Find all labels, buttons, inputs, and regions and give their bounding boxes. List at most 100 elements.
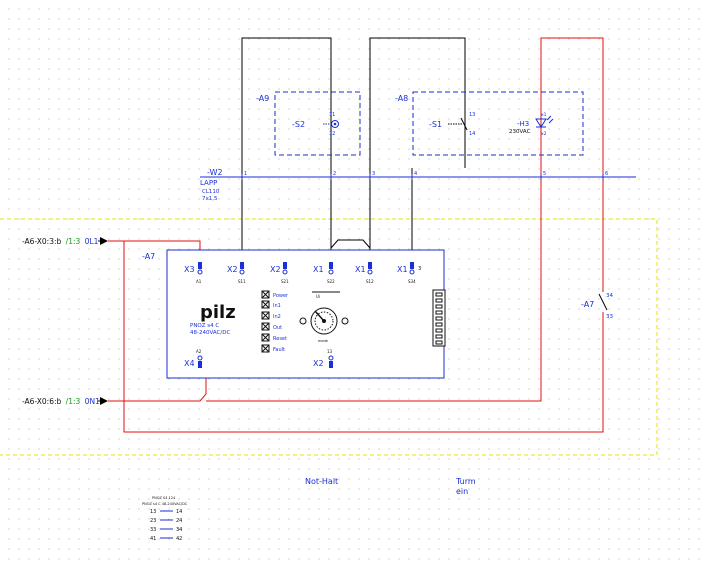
estop-icon-center bbox=[333, 122, 337, 126]
svg-text:A2: A2 bbox=[196, 349, 202, 354]
cable-type: CL110 bbox=[202, 189, 220, 195]
box-a9 bbox=[274, 91, 361, 156]
svg-text:In1: In1 bbox=[273, 303, 281, 309]
s1-pin-bottom: 14 bbox=[469, 131, 475, 137]
cable-conductor-3: 3 bbox=[372, 171, 375, 177]
svg-text:S12: S12 bbox=[366, 279, 374, 284]
label-ein: ein bbox=[456, 487, 468, 496]
svg-text:X4: X4 bbox=[184, 359, 195, 368]
led-in1: In1 bbox=[261, 300, 281, 309]
device-a7 bbox=[166, 249, 445, 379]
pilz-logo: pilz bbox=[200, 302, 236, 323]
terminal-x3-a1[interactable]: X3 A1 bbox=[184, 262, 203, 284]
svg-text:In2: In2 bbox=[273, 314, 281, 320]
svg-text:X3: X3 bbox=[184, 265, 195, 274]
cable-conductor-ticks bbox=[241, 174, 604, 180]
device-voltage: 48-240VAC/DC bbox=[190, 330, 230, 336]
led-reset: Reset bbox=[261, 333, 287, 342]
cable-tag: -W2 bbox=[207, 168, 223, 177]
box-a9-tag: -A9 bbox=[256, 94, 269, 103]
terminal-x4-a2[interactable]: A2 X4 bbox=[184, 349, 203, 368]
svg-text:PNOZ s4 C 48-240VAC/DC: PNOZ s4 C 48-240VAC/DC bbox=[142, 502, 188, 506]
connector-strip bbox=[432, 289, 446, 347]
s1-pin-top: 13 bbox=[469, 112, 475, 118]
s2-pin-bottom: 12 bbox=[329, 131, 335, 137]
ref-0N1[interactable]: -A6-X0:6:b /1:3 0N1 bbox=[22, 397, 100, 406]
terminal-x2-s21[interactable]: X2 S21 bbox=[270, 262, 289, 284]
svg-text:13: 13 bbox=[327, 349, 333, 354]
h3-voltage: 230VAC bbox=[509, 129, 531, 135]
led-lamp-icon bbox=[535, 118, 547, 128]
svg-text:S34: S34 bbox=[408, 279, 416, 284]
side-contact bbox=[598, 293, 608, 311]
terminal-x1-s34[interactable]: X1 S34 3 bbox=[397, 262, 421, 284]
svg-text:Out: Out bbox=[273, 325, 282, 331]
svg-text:33: 33 bbox=[150, 527, 156, 533]
h3-pin-bottom: x2 bbox=[541, 131, 547, 137]
box-a8 bbox=[412, 91, 584, 156]
svg-text:A1: A1 bbox=[196, 279, 202, 284]
svg-text:mode: mode bbox=[318, 339, 328, 343]
cable-conductor-1: 1 bbox=[244, 171, 247, 177]
led-in2: In2 bbox=[261, 311, 281, 320]
terminal-x2-s11[interactable]: X2 S11 bbox=[227, 262, 246, 284]
svg-text:X1: X1 bbox=[313, 265, 324, 274]
wire-bridge bbox=[330, 239, 371, 249]
legend-row: 41 42 bbox=[150, 536, 182, 542]
svg-text:X1: X1 bbox=[355, 265, 366, 274]
svg-text:S21: S21 bbox=[281, 279, 289, 284]
svg-text:3: 3 bbox=[418, 266, 421, 272]
led-fault: Fault bbox=[261, 344, 285, 353]
mode-dial[interactable]: Ui mode bbox=[299, 291, 349, 343]
svg-text:13: 13 bbox=[150, 509, 156, 515]
svg-text:41: 41 bbox=[150, 536, 156, 542]
box-a8-tag: -A8 bbox=[395, 94, 408, 103]
legend-row: 33 34 bbox=[150, 527, 182, 533]
svg-text:S11: S11 bbox=[238, 279, 246, 284]
terminal-x2-13[interactable]: 13 X2 bbox=[313, 349, 334, 368]
terminal-x1-s22[interactable]: X1 S22 bbox=[313, 262, 335, 284]
side-contact-tag: -A7 bbox=[581, 300, 594, 309]
svg-text:42: 42 bbox=[176, 536, 182, 542]
s2-pin-top: 11 bbox=[329, 112, 335, 118]
wire-outer-red bbox=[123, 37, 604, 433]
svg-text:34: 34 bbox=[176, 527, 182, 533]
svg-text:X2: X2 bbox=[313, 359, 324, 368]
h3-pin-top: x1 bbox=[541, 112, 547, 118]
cable-conductor-4: 4 bbox=[414, 171, 417, 177]
svg-text:14: 14 bbox=[176, 509, 182, 515]
svg-text:Reset: Reset bbox=[273, 336, 287, 342]
terminal-x1-s12[interactable]: X1 S12 bbox=[355, 262, 374, 284]
wire-loop-a8 bbox=[369, 37, 466, 258]
s1-contact bbox=[460, 117, 468, 131]
led-rays-icon bbox=[546, 115, 554, 124]
h3-tag: -H3 bbox=[517, 120, 529, 128]
cable-conductor-5: 5 bbox=[543, 171, 546, 177]
cable-spec: 7x1,5 bbox=[202, 196, 218, 202]
svg-text:S22: S22 bbox=[327, 279, 335, 284]
svg-text:X2: X2 bbox=[270, 265, 281, 274]
legend-row: 13 14 bbox=[150, 509, 182, 515]
svg-text:PNOZ S4 124: PNOZ S4 124 bbox=[152, 496, 176, 500]
svg-text:Power: Power bbox=[273, 293, 289, 299]
svg-text:24: 24 bbox=[176, 518, 182, 524]
device-model: PNOZ s4 C bbox=[190, 323, 219, 329]
estop-icon bbox=[331, 120, 339, 128]
zone-boundary bbox=[0, 218, 658, 456]
ref-0L1[interactable]: -A6-X0:3:b /1:3 0L1 bbox=[22, 237, 99, 246]
svg-text:X1: X1 bbox=[397, 265, 408, 274]
contact-legend-table: PNOZ S4 124 PNOZ s4 C 48-240VAC/DC 13 14… bbox=[142, 496, 188, 542]
led-power: Power bbox=[261, 290, 289, 299]
side-contact-pin-bottom: 33 bbox=[606, 314, 613, 320]
side-contact-pin-top: 34 bbox=[606, 293, 613, 299]
cable-maker: LAPP bbox=[200, 179, 217, 187]
cable-conductor-6: 6 bbox=[605, 171, 608, 177]
led-out: Out bbox=[261, 322, 282, 331]
svg-text:X2: X2 bbox=[227, 265, 238, 274]
led-indicators: Power In1 In2 Out Reset Fault bbox=[261, 290, 289, 353]
svg-text:Ui: Ui bbox=[316, 294, 320, 299]
wire-loop-a9 bbox=[241, 37, 332, 258]
device-a7-tag: -A7 bbox=[142, 252, 155, 261]
label-turm: Turm bbox=[455, 477, 476, 486]
